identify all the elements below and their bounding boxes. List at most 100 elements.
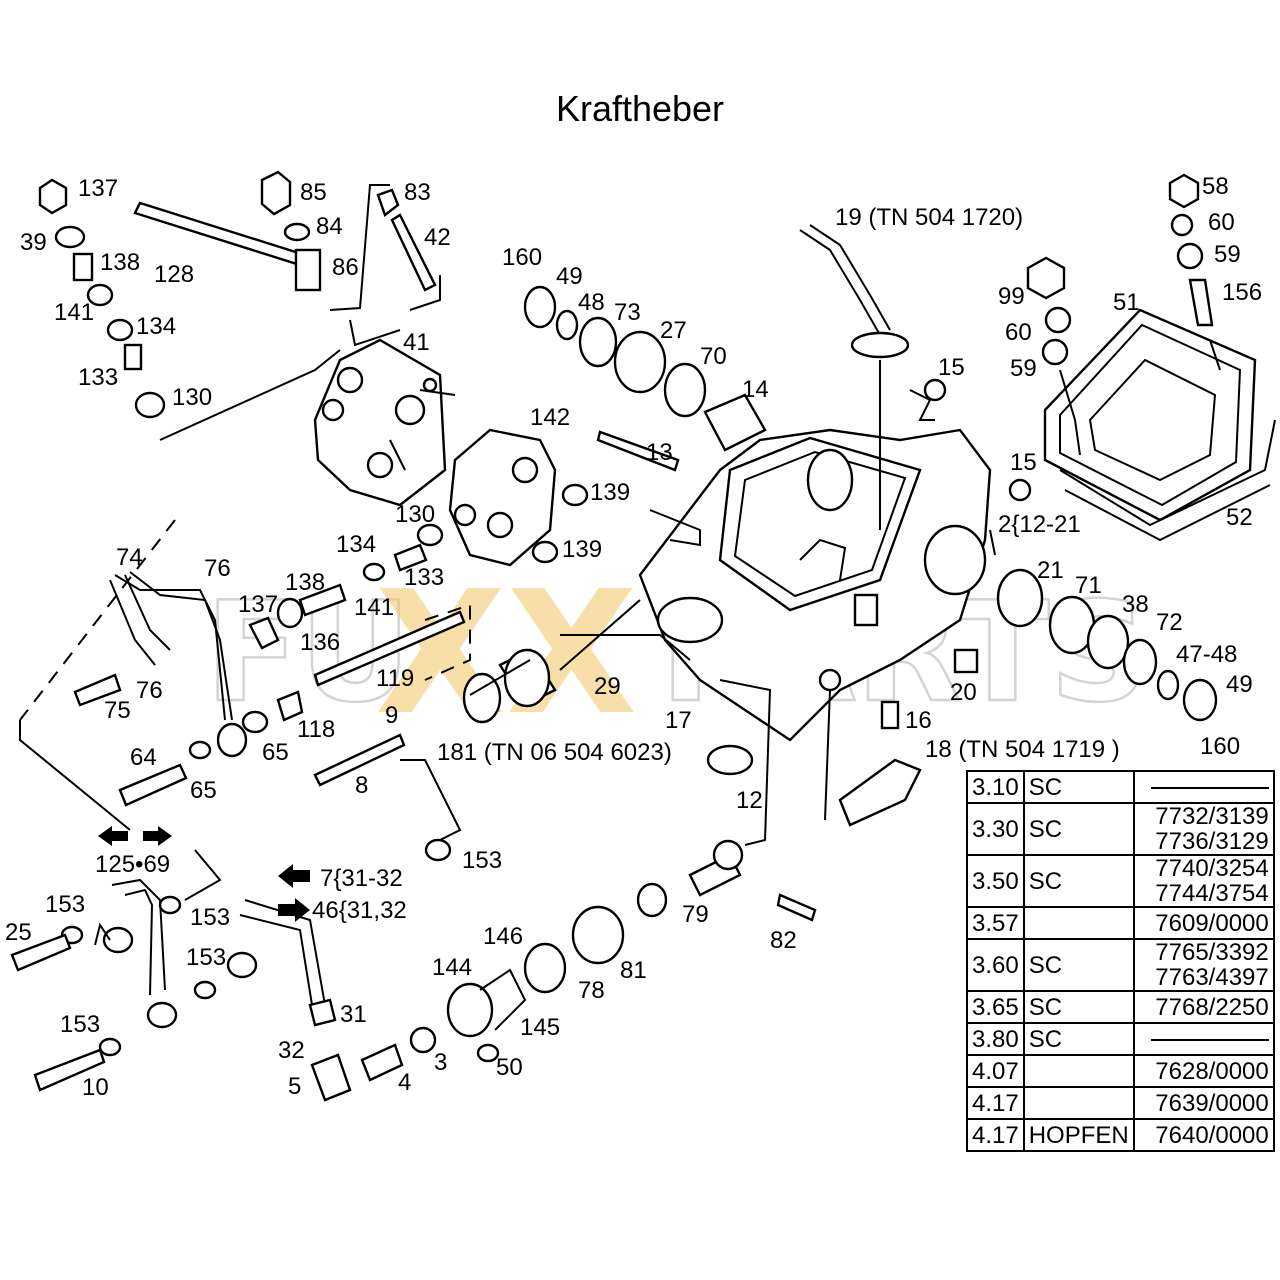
part-label: 70 bbox=[700, 343, 727, 370]
part-label: 137 bbox=[238, 591, 278, 618]
part-label: 73 bbox=[614, 299, 641, 326]
valve-block bbox=[313, 338, 447, 507]
table-cell-code: 3.57 bbox=[966, 906, 1025, 940]
part-label: 86 bbox=[332, 254, 359, 281]
table-row: 3.57 7609/0000 bbox=[966, 906, 1275, 940]
table-cell-type: SC bbox=[1022, 990, 1135, 1024]
arrow-right-icon bbox=[143, 826, 172, 846]
table-cell-type bbox=[1022, 1054, 1135, 1088]
table-cell-code: 4.17 bbox=[966, 1086, 1025, 1120]
part-number: 7732/3139 bbox=[1155, 803, 1269, 830]
table-cell-code: 3.10 bbox=[966, 770, 1025, 804]
table-cell-code: 3.65 bbox=[966, 990, 1025, 1024]
part-label: 72 bbox=[1156, 609, 1183, 636]
part-label: 153 bbox=[186, 944, 226, 971]
arrow-right-icon bbox=[278, 898, 310, 922]
part-number: 7744/3754 bbox=[1155, 880, 1269, 907]
part-label: 31 bbox=[340, 1001, 367, 1028]
part-label: 146 bbox=[483, 923, 523, 950]
part-label: 32 bbox=[278, 1037, 305, 1064]
table-cell-number: 7639/0000 bbox=[1132, 1086, 1275, 1120]
cover-plate bbox=[1043, 308, 1276, 542]
part-label: 99 bbox=[998, 283, 1025, 310]
table-cell-type: SC bbox=[1022, 1022, 1135, 1056]
part-label: 133 bbox=[78, 364, 118, 391]
part-label: 2{12-21 bbox=[998, 511, 1081, 538]
part-label: 29 bbox=[594, 673, 621, 700]
part-label: 47-48 bbox=[1176, 641, 1237, 668]
table-cell-number: 7768/2250 bbox=[1132, 990, 1275, 1024]
part-label: 46{31,32 bbox=[312, 897, 407, 924]
part-label: 42 bbox=[424, 224, 451, 251]
part-label: 64 bbox=[130, 744, 157, 771]
part-label: 16 bbox=[905, 707, 932, 734]
arrow-left-icon bbox=[278, 864, 310, 888]
part-label: 49 bbox=[1226, 671, 1253, 698]
part-label: 81 bbox=[620, 957, 647, 984]
part-label: 12 bbox=[736, 787, 763, 814]
part-label: 153 bbox=[462, 847, 502, 874]
part-number: 7740/3254 bbox=[1155, 855, 1269, 882]
part-label: 49 bbox=[556, 263, 583, 290]
part-label: 139 bbox=[562, 536, 602, 563]
washers-and-rings bbox=[523, 173, 1218, 827]
table-cell-code: 3.50 bbox=[966, 854, 1025, 908]
part-label: 3 bbox=[434, 1049, 447, 1076]
part-label: 130 bbox=[395, 501, 435, 528]
part-label: 134 bbox=[136, 313, 176, 340]
part-label: 15 bbox=[938, 354, 965, 381]
part-label: 59 bbox=[1010, 355, 1037, 382]
part-label: 48 bbox=[578, 289, 605, 316]
table-cell-type: SC bbox=[1022, 802, 1135, 856]
part-label: 51 bbox=[1113, 289, 1140, 316]
part-label: 130 bbox=[172, 384, 212, 411]
part-label: 137 bbox=[78, 175, 118, 202]
table-cell-number: 7640/0000 bbox=[1132, 1118, 1275, 1152]
part-label: 71 bbox=[1075, 572, 1102, 599]
small-parts-left bbox=[38, 170, 589, 722]
part-label: 76 bbox=[136, 677, 163, 704]
part-label: 65 bbox=[190, 777, 217, 804]
part-number: 7736/3129 bbox=[1155, 828, 1269, 855]
part-number: 7640/0000 bbox=[1155, 1121, 1269, 1149]
part-label: 41 bbox=[403, 329, 430, 356]
part-label: 17 bbox=[665, 707, 692, 734]
table-cell-type: HOPFEN bbox=[1022, 1118, 1135, 1152]
part-label: 84 bbox=[316, 213, 343, 240]
control-valve bbox=[446, 839, 817, 1063]
table-row: 4.07 7628/0000 bbox=[966, 1054, 1275, 1088]
part-labels: 137 39 138 141 134 133 130 128 85 84 86 … bbox=[5, 173, 1262, 1101]
part-label: 59 bbox=[1214, 241, 1241, 268]
watermark-text-x: XX bbox=[375, 555, 637, 753]
part-label: 134 bbox=[336, 531, 376, 558]
table-row: 3.65 SC 7768/2250 bbox=[966, 990, 1275, 1024]
part-label: 128 bbox=[154, 261, 194, 288]
leader-lines bbox=[19, 184, 1221, 946]
part-label: 138 bbox=[285, 569, 325, 596]
table-cell-code: 3.30 bbox=[966, 802, 1025, 856]
table-cell-code: 3.60 bbox=[966, 938, 1025, 992]
part-label: 50 bbox=[496, 1054, 523, 1081]
part-label: 14 bbox=[742, 376, 769, 403]
part-label: 160 bbox=[502, 244, 542, 271]
part-label: 52 bbox=[1226, 504, 1253, 531]
part-label: 136 bbox=[300, 629, 340, 656]
part-label: 9 bbox=[385, 702, 398, 729]
table-cell-code: 4.17 bbox=[966, 1118, 1025, 1152]
table-cell-type bbox=[1022, 1086, 1135, 1120]
table-row: 4.17 HOPFEN 7640/0000 bbox=[966, 1118, 1275, 1152]
lift-housing bbox=[638, 428, 992, 742]
part-label: 144 bbox=[432, 954, 472, 981]
part-label: 4 bbox=[398, 1069, 411, 1096]
part-label: 19 (TN 504 1720) bbox=[835, 204, 1023, 231]
part-label: 145 bbox=[520, 1014, 560, 1041]
part-label: 85 bbox=[300, 179, 327, 206]
part-label: 153 bbox=[45, 891, 85, 918]
part-label: 83 bbox=[404, 179, 431, 206]
table-cell-number bbox=[1132, 770, 1275, 804]
